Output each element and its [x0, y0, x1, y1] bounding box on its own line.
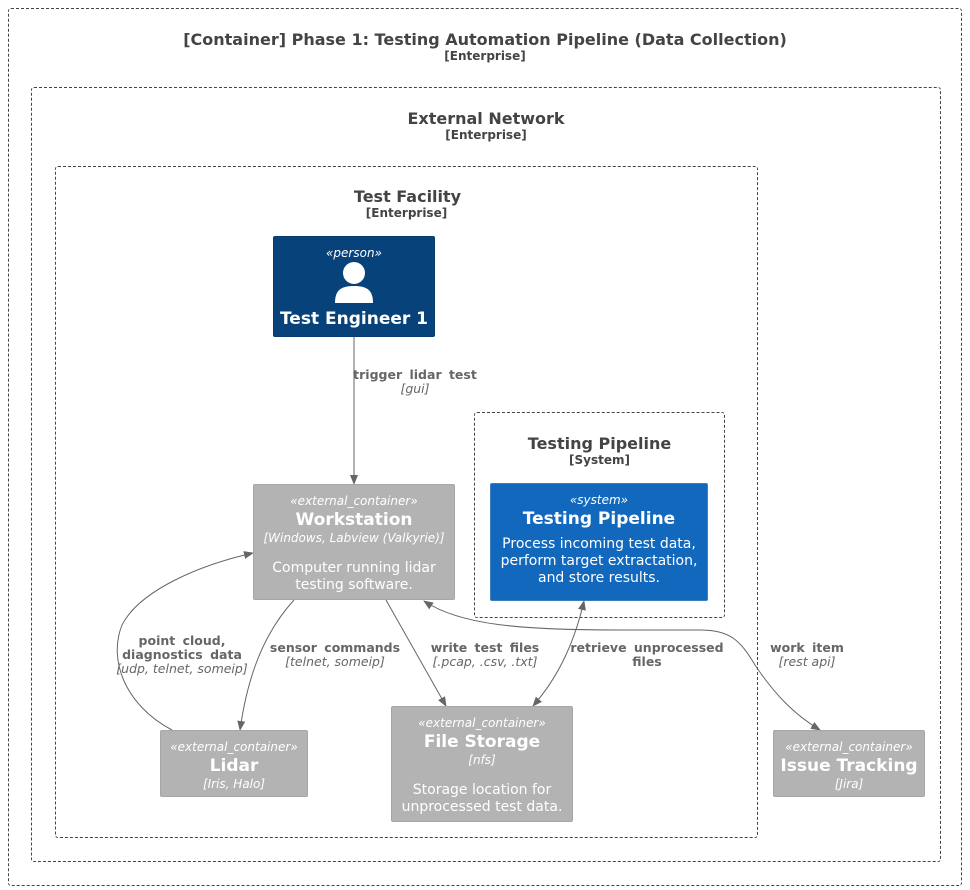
testing-pipeline-title: Testing Pipeline: [522, 509, 676, 529]
file-storage-stereotype: «external_container»: [418, 716, 546, 730]
edge-sensor-line: [237, 599, 295, 731]
edge-sensor-tech: [telnet, someip]: [285, 654, 385, 669]
file-storage-title: File Storage: [423, 732, 541, 752]
edge-retrieve-text-1: retrieve unprocessed: [570, 640, 724, 655]
test-facility-subtitle: [Enterprise]: [365, 206, 448, 220]
file-storage-description: Storage location for unprocessed test da…: [401, 782, 563, 815]
testing-pipeline-boundary-title: Testing Pipeline: [527, 434, 672, 453]
enterprise-boundary: [Container] Phase 1: Testing Automation …: [8, 8, 962, 886]
edge-trigger-tech: [gui]: [400, 381, 430, 396]
edge-retrieve-text-2: files: [632, 654, 662, 669]
edge-trigger-text: trigger lidar test: [353, 367, 477, 382]
edge-work-item-label: work item [rest api]: [762, 641, 852, 669]
edge-point-cloud-tech: [udp, telnet, someip]: [116, 661, 248, 676]
workstation-description: Computer running lidar testing software.: [272, 560, 436, 593]
edge-point-cloud-text-2: diagnostics data: [122, 647, 242, 662]
lidar-tech: [Iris, Halo]: [202, 777, 266, 791]
edge-retrieve-label: retrieve unprocessed files: [568, 641, 726, 669]
edge-trigger-label: trigger lidar test [gui]: [350, 368, 480, 396]
person-icon: [335, 262, 373, 303]
edge-write-tech: [.pcap, .csv, .txt]: [432, 654, 538, 669]
test-engineer-title: Test Engineer 1: [279, 309, 429, 329]
edge-write-label: write test files [.pcap, .csv, .txt]: [421, 641, 549, 669]
testing-pipeline-boundary-subtitle: [System]: [569, 453, 630, 467]
file-storage-node[interactable]: «external_container» File Storage [nfs] …: [391, 706, 573, 822]
edge-sensor-label: sensor commands [telnet, someip]: [266, 641, 404, 669]
testing-pipeline-description: Process incoming test data, perform targ…: [500, 536, 698, 586]
edge-sensor-text: sensor commands: [269, 640, 401, 655]
workstation-node[interactable]: «external_container» Workstation [Window…: [253, 484, 455, 600]
lidar-node[interactable]: «external_container» Lidar [Iris, Halo]: [160, 730, 308, 797]
edge-write-text: write test files: [430, 640, 540, 655]
file-storage-tech: [nfs]: [468, 753, 496, 767]
test-engineer-node[interactable]: «person» Test Engineer 1: [273, 236, 435, 337]
test-engineer-stereotype: «person»: [326, 246, 382, 260]
issue-tracking-node[interactable]: «external_container» Issue Tracking [Jir…: [773, 730, 925, 797]
edge-work-item-line: [423, 600, 821, 731]
issue-tracking-title: Issue Tracking: [780, 756, 918, 776]
lidar-stereotype: «external_container»: [170, 740, 298, 754]
external-network-title: External Network: [407, 109, 565, 128]
workstation-stereotype: «external_container»: [290, 494, 418, 508]
test-facility-title: Test Facility: [353, 187, 462, 206]
enterprise-boundary-subtitle: [Enterprise]: [444, 49, 526, 63]
testing-pipeline-stereotype: «system»: [569, 493, 629, 507]
external-network-subtitle: [Enterprise]: [445, 128, 527, 142]
edge-point-cloud-line: [116, 551, 254, 731]
lidar-title: Lidar: [209, 756, 259, 776]
workstation-title: Workstation: [295, 510, 413, 530]
edge-work-item-text: work item: [770, 640, 844, 655]
enterprise-boundary-title: [Container] Phase 1: Testing Automation …: [183, 30, 787, 49]
issue-tracking-stereotype: «external_container»: [785, 740, 913, 754]
test-facility-boundary: Test Facility [Enterprise]: [55, 166, 758, 838]
edge-point-cloud-label: point cloud, diagnostics data [udp, teln…: [112, 634, 252, 676]
external-network-boundary: External Network [Enterprise]: [31, 87, 941, 862]
testing-pipeline-node[interactable]: «system» Testing Pipeline Process incomi…: [490, 483, 708, 601]
issue-tracking-tech: [Jira]: [834, 777, 864, 791]
edge-point-cloud-text-1: point cloud,: [138, 633, 226, 648]
edge-work-item-tech: [rest api]: [778, 654, 836, 669]
workstation-tech: [Windows, Labview (Valkyrie)]: [263, 531, 445, 545]
